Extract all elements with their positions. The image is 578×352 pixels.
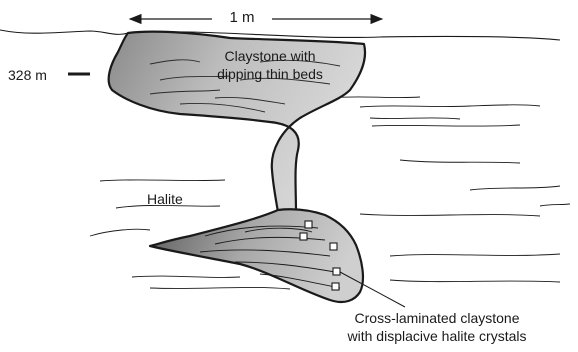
halite-crystal: [300, 233, 307, 240]
halite-crystal: [330, 243, 337, 250]
top-surface-line: [0, 30, 560, 40]
halite-beds-right: [330, 97, 570, 282]
scale-label: 1 m: [222, 9, 262, 27]
upper-unit-label-line1: Claystone with: [195, 47, 345, 65]
lower-unit-label-line2: with displacive halite crystals: [322, 327, 552, 345]
host-label: Halite: [147, 190, 183, 208]
upper-unit-label: Claystone with dipping thin beds: [195, 47, 345, 83]
halite-crystal: [305, 221, 312, 228]
halite-crystal: [332, 283, 339, 290]
halite-crystal: [333, 268, 340, 275]
depth-label: 328 m: [8, 66, 47, 84]
lower-unit-label: Cross-laminated claystone with displaciv…: [322, 309, 552, 345]
lower-unit-label-line1: Cross-laminated claystone: [322, 309, 552, 327]
upper-unit-label-line2: dipping thin beds: [195, 65, 345, 83]
